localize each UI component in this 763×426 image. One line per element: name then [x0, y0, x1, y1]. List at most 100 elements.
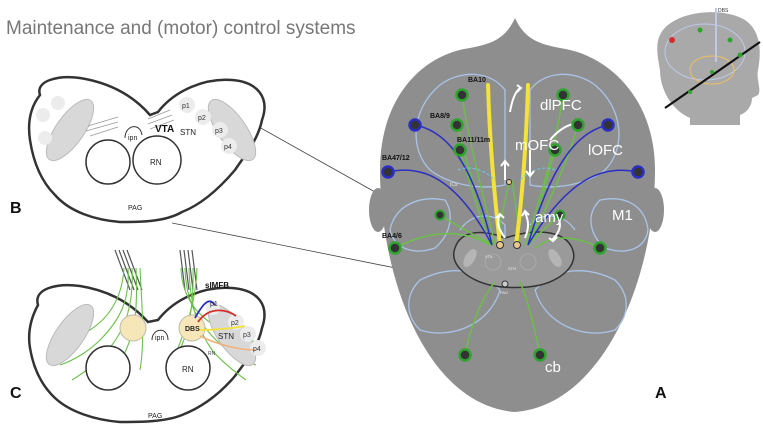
node-pag: [501, 280, 509, 288]
cortical-nodes: [381, 88, 645, 362]
node-vta-right: [513, 241, 521, 249]
node-amy-right: [554, 209, 566, 221]
p-circle-left-2: [51, 96, 65, 110]
p3-label-c: p3: [243, 332, 251, 339]
fiber-red-c: [197, 309, 237, 323]
pag-label-a: PAG: [500, 290, 508, 295]
ipn-outline-b: [124, 126, 143, 139]
dbs-target-left: [119, 314, 147, 342]
cyan-dashed-paths: [457, 167, 556, 181]
mofc-label: mOFC: [515, 137, 559, 154]
p1-circle-b: [179, 97, 195, 113]
peduncle-left-a: [463, 248, 477, 268]
dbs-label-c: DBS: [185, 326, 200, 333]
p-circle-left-3: [38, 131, 52, 145]
dlpfc-label: dlPFC: [540, 97, 582, 114]
ear-right: [646, 188, 664, 232]
rn-right-b: [132, 135, 182, 185]
node-amy-left: [434, 209, 446, 221]
ba4712-label: BA47/12: [382, 155, 410, 162]
node-m1: [593, 241, 607, 255]
node-ba1111m-left: [453, 143, 467, 157]
p3-circle-c: [240, 326, 256, 342]
yellow-fibers: [486, 83, 530, 247]
inset-dbs-label: DBS: [718, 8, 729, 14]
rn-small-label-c: RN: [208, 351, 216, 357]
inset-node-green-1: [697, 27, 703, 33]
p3-circle-b: [212, 122, 228, 138]
stn-label-c: STN: [218, 332, 234, 341]
panel-label-b: B: [10, 200, 22, 217]
lofc-label: lOFC: [588, 142, 623, 159]
rn-left-b: [85, 139, 131, 185]
fiber-blue-c: [194, 300, 216, 319]
fiber-orange-c: [199, 335, 256, 351]
slmfb-label: slMFB: [205, 281, 229, 290]
vta-label-b: VTA: [155, 124, 174, 135]
brainstem-nucleus-right: [519, 253, 537, 271]
vta-label-a: VTA: [485, 254, 493, 259]
cb-label: cb: [545, 359, 561, 376]
ba10-label: BA10: [468, 77, 486, 84]
panel-c-diagram: slMFB ipn DBS STN RN RN PAG p1 p2 p3 p4: [27, 249, 266, 424]
ear-left: [369, 188, 387, 232]
pag-label-c: PAG: [148, 413, 162, 420]
node-lofc-right: [601, 118, 615, 132]
stn-label-b: STN: [180, 128, 196, 137]
p3-label-b: p3: [215, 128, 223, 135]
fiber-tracts-top: [114, 249, 198, 291]
p4-circle-c: [250, 340, 266, 356]
node-ba4712-right: [631, 165, 645, 179]
node-lofc-left: [408, 118, 422, 132]
ba89-label: BA8/9: [430, 113, 450, 120]
cerebral-peduncle-right-b: [207, 98, 257, 162]
p-circle-left-1: [36, 108, 50, 122]
ba46-label: BA4/6: [382, 233, 402, 240]
node-ba89-left: [450, 118, 464, 132]
pag-label-b: PAG: [128, 205, 142, 212]
rn-left-c: [85, 345, 131, 391]
inset-orange-outline: [689, 55, 735, 85]
figure-title: Maintenance and (motor) control systems: [6, 18, 356, 39]
rn-label-b: RN: [150, 158, 162, 167]
node-cb-right: [533, 348, 547, 362]
inset-section-line: [664, 41, 761, 109]
node-cb-left: [458, 348, 472, 362]
panel-b-diagram: ipn VTA STN RN PAG p1 p2 p3 p4: [27, 76, 266, 224]
panel-a-diagram: BA10 BA8/9 BA11/11m BA47/12 BA4/6 dlPFC …: [369, 18, 664, 412]
p4-label-b: p4: [224, 144, 232, 151]
ba1111m-label: BA11/11m: [457, 137, 490, 144]
inset-node-red: [669, 37, 675, 43]
panel-label-c: C: [10, 385, 22, 402]
rn-label-c: RN: [182, 365, 194, 374]
p4-label-c: p4: [253, 346, 261, 353]
m1-label: M1: [612, 207, 633, 224]
p1-label-c: p1: [210, 301, 218, 308]
ipn-label-c: ipn: [155, 335, 164, 342]
inset-node-green-5: [688, 90, 692, 94]
peduncle-right-a: [548, 248, 562, 268]
inset-node-green-3: [737, 52, 743, 58]
cerebral-peduncle-left-b: [45, 98, 95, 162]
p2-label-b: p2: [198, 115, 206, 122]
node-ba10-left: [455, 88, 469, 102]
fiber-yellow-c: [199, 325, 246, 331]
amy-label: amy: [535, 209, 564, 226]
node-ba1111m-right: [548, 143, 562, 157]
node-ba4712-left: [381, 165, 395, 179]
ipn-label-b: ipn: [128, 135, 137, 142]
rn-right-c: [165, 345, 211, 391]
p1-label-b: p1: [182, 103, 190, 110]
p2-label-c: p2: [231, 320, 239, 327]
ics-label: ICs: [450, 182, 458, 188]
panel-label-a: A: [655, 385, 667, 402]
p2-circle-b: [195, 109, 211, 125]
node-vta-left: [496, 241, 504, 249]
node-ba89-right: [571, 118, 585, 132]
node-ics: [506, 179, 512, 185]
stn-label-a: STN: [508, 266, 516, 271]
head-inset: DBS: [657, 8, 761, 126]
node-ba46-left: [388, 241, 402, 255]
